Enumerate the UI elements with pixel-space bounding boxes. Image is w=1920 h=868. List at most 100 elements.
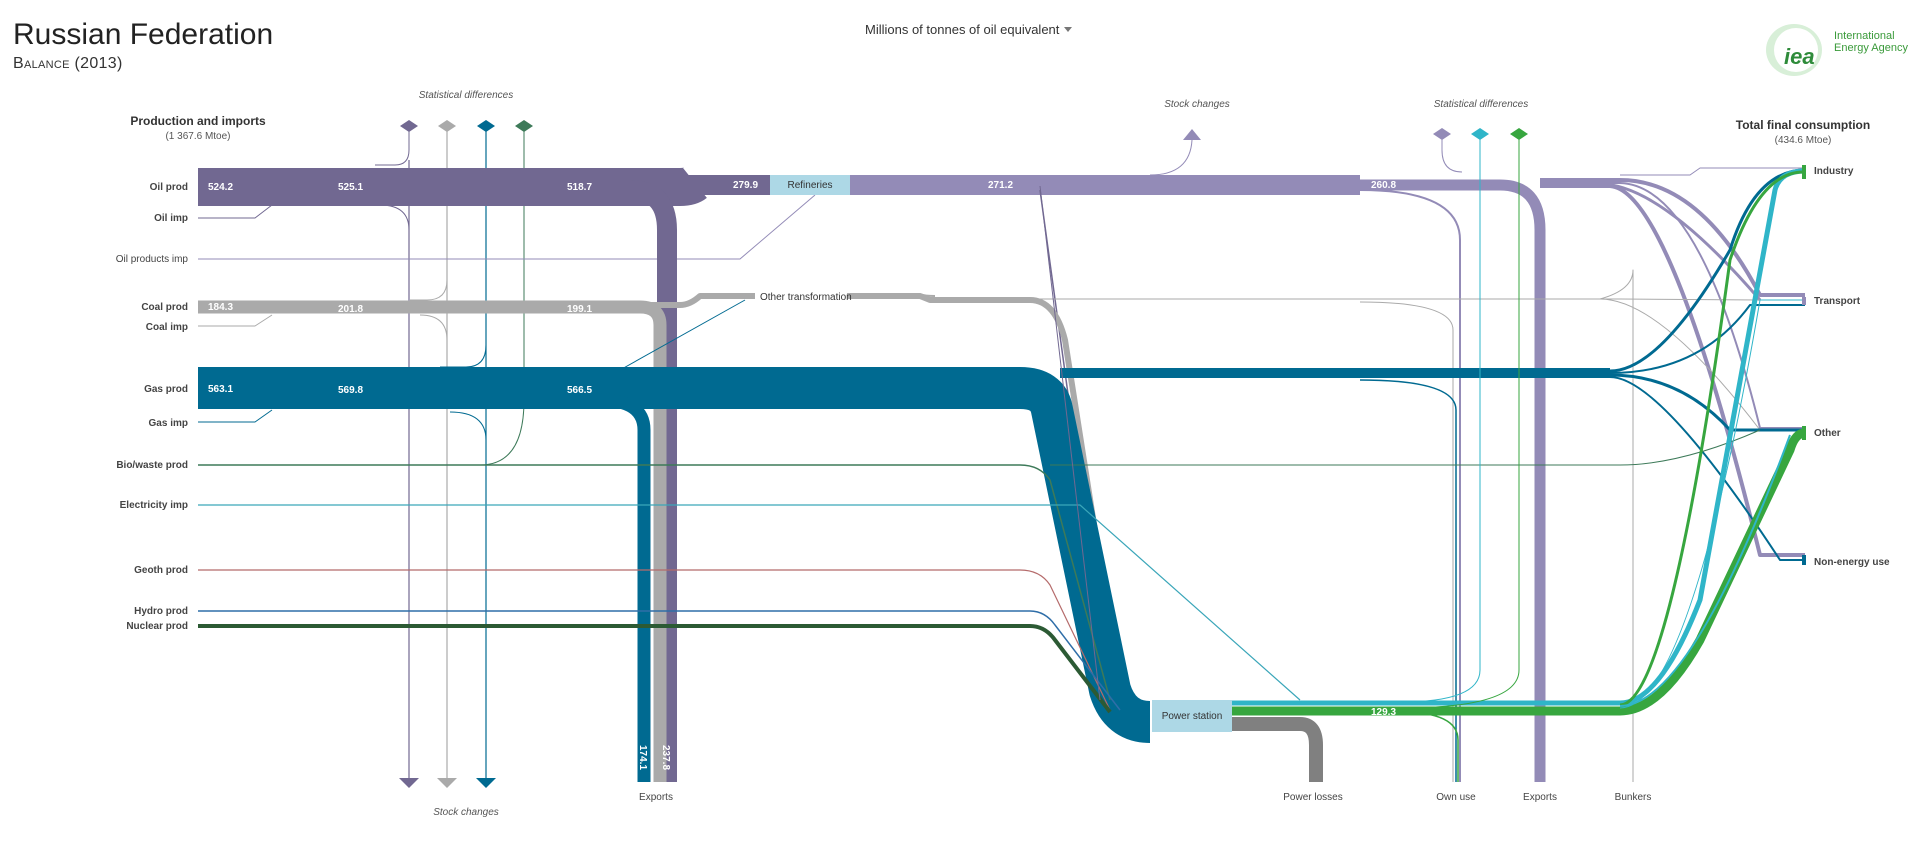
coal-statdiff-diamond-icon[interactable]: [438, 120, 456, 132]
chevron-down-icon[interactable]: [1064, 27, 1073, 32]
refineries-label: Refineries: [787, 180, 832, 191]
flow-oil-stock-link: [379, 204, 410, 231]
value-power-out: 129.3: [1371, 707, 1396, 718]
flow-coal-other-transformation-thin: [700, 293, 936, 297]
oilproducts-statdiff-diamond-icon[interactable]: [1433, 128, 1451, 140]
oil-statdiff-diamond-icon[interactable]: [400, 120, 418, 132]
logo-ring-inner: [1774, 28, 1818, 72]
page-header: Russian Federation Balance (2013) Millio…: [0, 0, 1920, 90]
flow-oil-exports: [629, 180, 677, 782]
stock-changes-bottom-label: Stock changes: [433, 807, 499, 818]
value-labels: 524.2 525.1 518.7 279.9 271.2 260.8 184.…: [208, 180, 1396, 770]
value-gas-1: 569.8: [338, 385, 363, 396]
stat-diff-right-label: Statistical differences: [1434, 99, 1529, 110]
source-label-geoth-prod[interactable]: Geoth prod: [134, 565, 188, 576]
flow-oil-products-ownuse: [1359, 189, 1461, 782]
units-dropdown[interactable]: Millions of tonnes of oil equivalent: [865, 22, 1073, 37]
other-marker: [1802, 426, 1806, 440]
flow-gas-other: [1609, 373, 1805, 432]
flow-electricity-ownuse: [1399, 711, 1459, 782]
flow-oil-statdiff-link: [375, 126, 410, 166]
flow-hydro: [198, 610, 1121, 711]
refineries-node[interactable]: [770, 175, 850, 195]
flow-oil-other: [1540, 182, 1805, 429]
nonenergy-marker: [1802, 555, 1806, 565]
bottom-label-exports-left[interactable]: Exports: [639, 792, 673, 803]
other-transformation-node[interactable]: [755, 291, 847, 303]
source-label-oil-products-imp[interactable]: Oil products imp: [116, 254, 189, 265]
flow-gas-transport: [1609, 304, 1805, 374]
heat-statdiff-diamond-icon[interactable]: [1471, 128, 1489, 140]
value-gas-exports: 174.1: [637, 745, 648, 770]
power-station-label: Power station: [1162, 711, 1223, 722]
value-oil-1: 525.1: [338, 182, 363, 193]
flow-gas-imp: [198, 409, 273, 423]
flow-geoth: [198, 569, 1111, 711]
source-label-nuclear-prod[interactable]: Nuclear prod: [126, 621, 188, 632]
bottom-label-power-losses[interactable]: Power losses: [1283, 792, 1342, 803]
gas-stock-down-arrow-icon[interactable]: [476, 778, 496, 788]
sink-labels: Industry Transport Other Non-energy use: [1814, 166, 1890, 568]
source-label-coal-prod[interactable]: Coal prod: [141, 302, 188, 313]
value-coal-1: 201.8: [338, 304, 363, 315]
flow-elec-statdiff: [1399, 134, 1520, 709]
oil-stock-down-arrow-icon[interactable]: [399, 778, 419, 788]
stat-diff-left-label: Statistical differences: [419, 90, 514, 101]
value-oil-2: 518.7: [567, 182, 592, 193]
sink-label-non-energy-use[interactable]: Non-energy use: [1814, 557, 1890, 568]
value-oil-exports: 237.8: [660, 745, 671, 770]
value-coal-2: 199.1: [567, 304, 592, 315]
flow-gasimp-link: [449, 411, 487, 441]
bottom-label-bunkers[interactable]: Bunkers: [1615, 792, 1652, 803]
value-coal-prod: 184.3: [208, 302, 233, 313]
sink-label-industry[interactable]: Industry: [1814, 166, 1854, 177]
source-labels: Oil prod Oil imp Oil products imp Coal p…: [116, 182, 189, 632]
flow-coal-bunkers: [1599, 269, 1634, 782]
source-label-electricity-imp[interactable]: Electricity imp: [120, 500, 188, 511]
flow-oil-main: [198, 167, 707, 206]
coal-stock-down-arrow-icon[interactable]: [437, 778, 457, 788]
source-label-hydro-prod[interactable]: Hydro prod: [134, 606, 188, 617]
logo-mark: iea: [1784, 44, 1815, 69]
iea-logo: iea International Energy Agency: [1764, 22, 1914, 80]
right-header-total: (434.6 Mtoe): [1775, 135, 1832, 146]
source-label-gas-imp[interactable]: Gas imp: [149, 418, 188, 429]
flow-oil-nonenergy: [1540, 184, 1805, 557]
bottom-label-own-use[interactable]: Own use: [1436, 792, 1476, 803]
flow-power-losses: [1232, 717, 1323, 782]
sink-label-other[interactable]: Other: [1814, 428, 1841, 439]
bottom-labels: Exports Power losses Own use Exports Bun…: [639, 792, 1651, 803]
bottom-label-exports-right[interactable]: Exports: [1523, 792, 1557, 803]
units-label: Millions of tonnes of oil equivalent: [865, 22, 1060, 37]
flow-oil-industry: [1540, 178, 1805, 297]
source-label-oil-imp[interactable]: Oil imp: [154, 213, 188, 224]
electricity-statdiff-diamond-icon[interactable]: [1510, 128, 1528, 140]
gas-statdiff-diamond-icon[interactable]: [477, 120, 495, 132]
flow-oil-industry-thin: [1620, 167, 1805, 176]
flow-heat-statdiff: [1399, 134, 1481, 703]
source-label-coal-imp[interactable]: Coal imp: [146, 322, 188, 333]
power-station-node[interactable]: [1152, 700, 1232, 732]
bio-statdiff-diamond-icon[interactable]: [515, 120, 533, 132]
flow-heat-other: [1619, 434, 1791, 707]
right-header-title: Total final consumption: [1736, 118, 1870, 132]
flow-oil-products-imp: [198, 194, 816, 260]
source-label-oil-prod[interactable]: Oil prod: [150, 182, 188, 193]
flow-gas-statdiff-link: [440, 126, 487, 368]
flow-coal-statdiff-link: [410, 126, 448, 301]
sink-label-transport[interactable]: Transport: [1814, 296, 1861, 307]
source-label-gas-prod[interactable]: Gas prod: [144, 384, 188, 395]
logo-name: International Energy Agency: [1834, 30, 1908, 54]
stock-change-up-arrow-icon[interactable]: [1183, 129, 1201, 140]
flow-oil-power: [1039, 185, 1101, 701]
source-label-bio-waste-prod[interactable]: Bio/waste prod: [116, 460, 188, 471]
flow-oil-imp: [198, 204, 273, 219]
flow-electricity-industry: [1619, 170, 1806, 707]
value-oil-refineries-out: 271.2: [988, 180, 1013, 191]
flow-coal-sinks: [1000, 298, 1761, 301]
flow-gas-industry: [1609, 168, 1806, 373]
flow-oil-statdiff-right: [1441, 134, 1463, 173]
flow-electricity-transport: [1619, 299, 1805, 709]
flow-oil-products-exports: [1360, 179, 1546, 782]
left-header-title: Production and imports: [130, 114, 266, 128]
